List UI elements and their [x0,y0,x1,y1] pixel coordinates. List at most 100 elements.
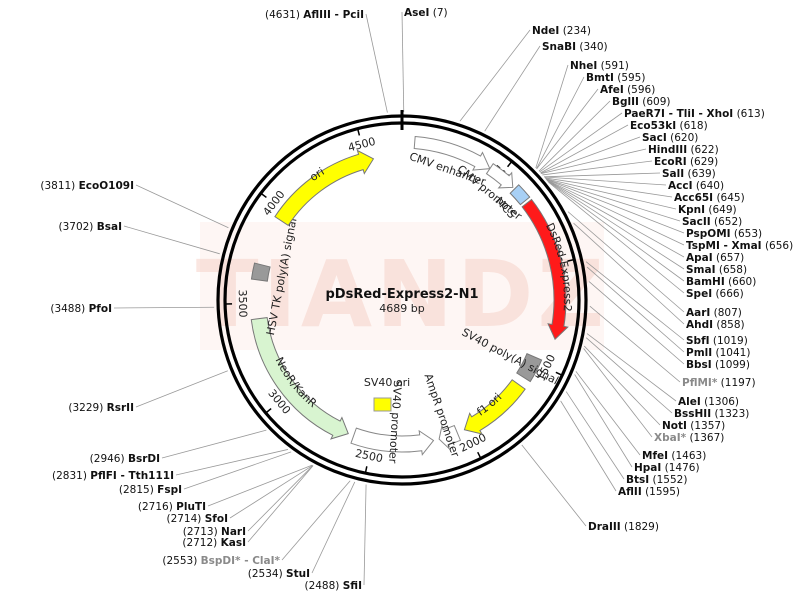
site-label-pfoi: (3488) PfoI [50,303,112,315]
site-label-btsi: BtsI (1552) [626,474,687,486]
feature-sv40-promoter [350,427,435,456]
site-name: AseI [404,7,429,19]
site-label-kasi: (2712) KasI [182,537,246,549]
site-position: (2553) [162,555,197,567]
site-label-aari: AarI (807) [686,307,742,319]
feature-sv40-ori [373,397,392,412]
site-name: SpeI [686,288,712,300]
site-position: (1197) [721,377,756,389]
site-leader [459,29,531,122]
site-label-sbfi: SbfI (1019) [686,335,748,347]
site-leader [247,465,314,543]
site-label-hpai: HpaI (1476) [634,462,700,474]
site-name: SacI [642,132,667,144]
site-name: SacII [682,216,711,228]
site-label-sacii: SacII (652) [682,216,742,228]
site-position: (807) [714,307,742,319]
site-leader [539,112,623,173]
site-label-bsrdi: (2946) BsrDI [90,453,160,465]
site-position: (1306) [704,396,739,408]
feature-dsred-express2 [521,198,569,341]
site-position: (595) [617,72,645,84]
site-leader [247,465,314,532]
site-leader [175,449,289,476]
site-leader [365,13,388,113]
site-leader [161,429,267,459]
site-position: (1463) [671,450,706,462]
feature-label-sv40-ori: SV40 ori [364,376,410,389]
site-name: XbaI* [654,432,687,444]
site-name: PmlI [686,347,712,359]
site-position: (340) [579,41,607,53]
site-name: PspOMI [686,228,731,240]
site-position: (613) [737,108,765,120]
site-leader [573,222,685,325]
site-label-saci: SacI (620) [642,132,698,144]
site-leader [583,348,653,438]
site-label-ndei: NdeI (234) [532,25,591,37]
site-name: HpaI [634,462,661,474]
site-position: (2716) [138,501,173,513]
site-label-pspomi: PspOMI (653) [686,228,762,240]
site-label-apai: ApaI (657) [686,252,744,264]
feature-ampr-promoter [438,423,462,451]
site-label-hindiii: HindIII (622) [648,144,719,156]
site-label-bglii: BglII (609) [612,96,671,108]
tick-mark [506,160,513,168]
site-position: (2946) [90,453,125,465]
site-leader [565,391,625,480]
site-leader [207,464,313,507]
site-label-ecori: EcoRI (629) [654,156,718,168]
site-name: BmtI [586,72,614,84]
site-name: AleI [678,396,701,408]
site-leader [544,172,661,178]
site-name: RsrII [107,402,134,414]
site-position: (3811) [40,180,75,192]
site-label-pflmi: PflMI* (1197) [682,377,756,389]
site-label-fspi: (2815) FspI [119,484,182,496]
site-label-bamhi: BamHI (660) [686,276,756,288]
site-label-mfei: MfeI (1463) [642,450,706,462]
site-leader [135,184,229,229]
site-label-acc65i: Acc65I (645) [674,192,745,204]
tick-mark [356,128,361,136]
site-name: NarI [221,526,246,538]
site-position: (649) [708,204,736,216]
site-label-rsrii: (3229) RsrII [68,402,134,414]
site-position: (666) [715,288,743,300]
site-leader [536,76,585,169]
site-position: (3702) [58,221,93,233]
site-position: (591) [601,60,629,72]
plasmid-length: 4689 bp [379,302,424,315]
site-name: BbsI [686,359,712,371]
site-name: Acc65I [674,192,713,204]
site-name: BsrDI [128,453,160,465]
site-leader [586,266,685,353]
site-position: (2712) [182,537,217,549]
site-leader [363,484,367,586]
site-name: FspI [157,484,182,496]
site-position: (1041) [716,347,751,359]
site-leader [229,465,313,519]
site-label-ecoo109i: (3811) EcoO109I [40,180,134,192]
site-name: EcoO109I [79,180,134,192]
site-leader [545,178,677,210]
site-position: (656) [765,240,793,252]
site-leader [548,181,685,294]
site-label-tspmi-xmai: TspMI - XmaI (656) [686,240,793,252]
site-name: TspMI - XmaI [686,240,762,252]
site-name: EcoRI [654,156,687,168]
site-leader [281,480,351,561]
site-label-snabi: SnaBI (340) [542,41,608,53]
site-leader [546,179,685,246]
site-name: BtsI [626,474,649,486]
site-label-afliii-pcii: (4631) AflIII - PciI [265,9,364,21]
site-name: ApaI [686,252,713,264]
site-label-bspdi-clai: (2553) BspDI* - ClaI* [162,555,280,567]
site-position: (2831) [52,470,87,482]
site-position: (653) [734,228,762,240]
site-name: PluTI [176,501,206,513]
site-leader [535,64,569,169]
site-name: NotI [662,420,687,432]
